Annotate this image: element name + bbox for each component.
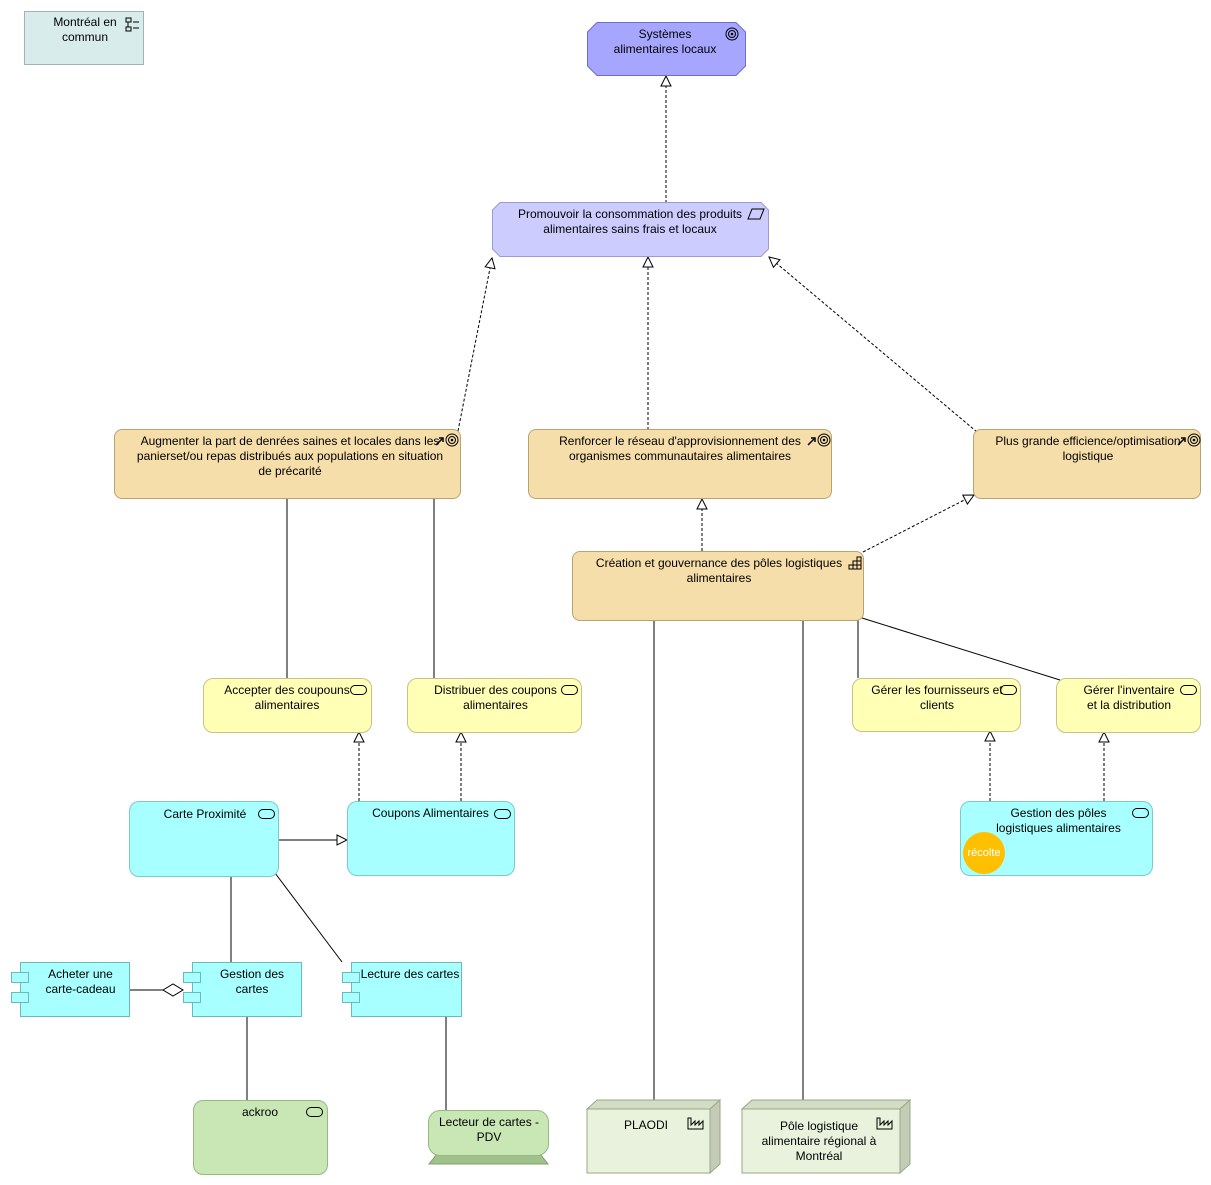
node-inventaire-label: Gérer l'inventaire et la distribution [1083,683,1175,712]
edge-efficience-promouvoir [769,257,978,433]
node-systemes-alimentaires-locaux[interactable] [587,22,746,76]
node-creation[interactable]: Création et gouvernance des pôles logist… [572,551,864,621]
node-ackroo-label: ackroo [241,1105,279,1119]
node-accepter-label: Accepter des coupouns alimentaires [224,683,350,712]
node-creation-label: Création et gouvernance des pôles logist… [595,556,843,585]
node-promouvoir[interactable] [492,202,769,257]
node-lecture-label: Lecture des cartes [360,967,460,981]
node-efficience[interactable]: Plus grande efficience/optimisation logi… [973,429,1201,499]
node-acheter-label: Acheter une carte-cadeau [45,967,116,996]
service-icon [258,809,275,819]
node-accepter[interactable]: Accepter des coupouns alimentaires [203,678,372,733]
node-efficience-label: Plus grande efficience/optimisation logi… [995,434,1181,463]
edge-augmenter-promouvoir [457,258,492,432]
node-gestion-cartes-label: Gestion des cartes [219,967,285,996]
node-lecteur-label: Lecteur de cartes - PDV [438,1115,540,1144]
service-icon [1132,808,1149,818]
component-tab [342,992,360,1003]
service-icon [350,685,367,695]
node-systemes-label: Systèmes alimentaires locaux [613,27,717,56]
component-tab [11,992,29,1003]
edge-creation-inventaire [861,617,1061,681]
node-acheter[interactable]: Acheter une carte-cadeau [20,962,130,1017]
node-lecteur[interactable]: Lecteur de cartes - PDV [428,1110,549,1156]
node-inventaire[interactable]: Gérer l'inventaire et la distribution [1056,678,1201,733]
goal-icon [1177,433,1201,447]
node-distribuer-label: Distribuer des coupons alimentaires [434,683,557,712]
service-icon [561,685,578,695]
node-gestion-poles[interactable]: Gestion des pôles logistiques alimentair… [960,801,1153,876]
node-lecture[interactable]: Lecture des cartes [351,962,462,1017]
component-tab [183,992,201,1003]
node-gestion-poles-label: Gestion des pôles logistiques alimentair… [996,806,1121,835]
node-carte-proximite-label: Carte Proximité [163,807,247,821]
goal-icon [807,433,831,447]
node-renforcer[interactable]: Renforcer le réseau d'approvisionnement … [528,429,832,499]
recolte-badge: récolte [963,832,1005,874]
node-gestion-cartes[interactable]: Gestion des cartes [192,962,302,1017]
node-promouvoir-label: Promouvoir la consommation des produits … [517,207,743,236]
facility-icon [687,1117,704,1130]
service-icon [1180,685,1197,695]
node-plaodi-shape[interactable] [586,1099,722,1175]
node-distribuer[interactable]: Distribuer des coupons alimentaires [407,678,582,733]
grouping-label: Montréal en commun [53,15,117,44]
component-tab [11,972,29,983]
outcome-icon [747,208,765,220]
component-tab [183,972,201,983]
node-plaodi-label: PLAODI [623,1118,668,1132]
goal-icon [725,27,739,41]
service-icon [1000,685,1017,695]
node-ackroo[interactable]: ackroo [193,1100,328,1175]
component-tab [342,972,360,983]
node-augmenter[interactable]: Augmenter la part de denrées saines et l… [114,429,461,499]
goal-icon [435,433,459,447]
node-coupons[interactable]: Coupons Alimentaires [347,801,515,876]
node-fournisseurs[interactable]: Gérer les fournisseurs et clients [852,678,1021,732]
node-fournisseurs-label: Gérer les fournisseurs et clients [871,683,1003,712]
node-pole-shape[interactable] [741,1099,912,1175]
service-component-icon [125,17,139,32]
node-coupons-label: Coupons Alimentaires [372,806,489,820]
grouping-montreal-en-commun[interactable]: Montréal en commun [24,11,144,65]
aggregation-diamond [162,983,184,997]
node-carte-proximite[interactable]: Carte Proximité [129,801,279,877]
facility-icon [876,1117,893,1130]
node-pole-label: Pôle logistique alimentaire régional à M… [761,1119,877,1163]
edge-carte-lecture [274,872,343,963]
edge-creation-efficience [862,495,974,553]
capability-icon [848,556,862,570]
service-icon [494,809,511,819]
service-icon [306,1107,323,1117]
node-renforcer-label: Renforcer le réseau d'approvisionnement … [559,434,801,463]
node-augmenter-label: Augmenter la part de denrées saines et l… [136,434,444,478]
